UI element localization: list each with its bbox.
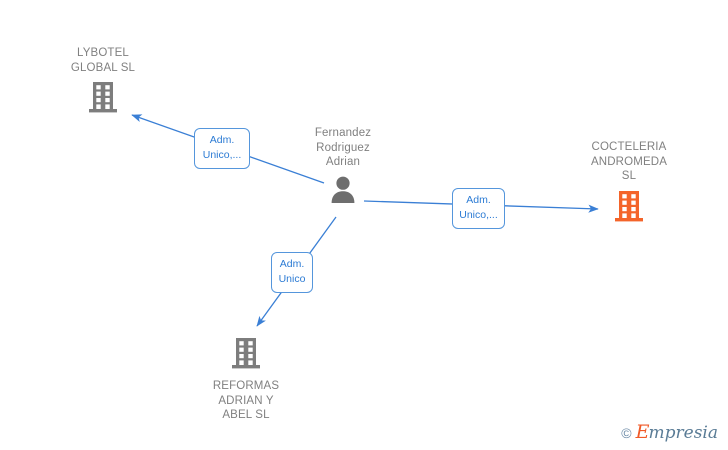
watermark-brand-rest: mpresia	[648, 423, 719, 443]
building-icon	[88, 80, 118, 119]
watermark-brand-initial: E	[635, 421, 650, 443]
node-reformas-adrian-y-abel-sl[interactable]: REFORMAS ADRIAN Y ABEL SL	[166, 336, 326, 423]
node-label-reformas: REFORMAS ADRIAN Y ABEL SL	[212, 380, 280, 421]
person-icon	[329, 175, 357, 208]
building-icon	[231, 336, 261, 375]
edge-label-person-reformas[interactable]: Adm. Unico	[271, 252, 313, 293]
edge-label-person-lybotel[interactable]: Adm. Unico,...	[194, 128, 250, 169]
node-label-lybotel: LYBOTEL GLOBAL SL	[70, 47, 136, 74]
node-fernandez-rodriguez-adrian[interactable]: Fernandez Rodriguez Adrian	[263, 126, 423, 208]
empresia-watermark: © E mpresia	[621, 423, 718, 442]
node-label-person: Fernandez Rodriguez Adrian	[314, 127, 372, 168]
building-icon	[614, 189, 644, 228]
node-lybotel-global-sl[interactable]: LYBOTEL GLOBAL SL	[23, 46, 183, 119]
edge-label-person-cocteleria[interactable]: Adm. Unico,...	[452, 188, 505, 229]
node-cocteleria-andromeda-sl[interactable]: COCTELERIA ANDROMEDA SL	[549, 140, 709, 228]
node-label-cocteleria: COCTELERIA ANDROMEDA SL	[590, 141, 668, 182]
copyright-icon: ©	[621, 424, 632, 441]
